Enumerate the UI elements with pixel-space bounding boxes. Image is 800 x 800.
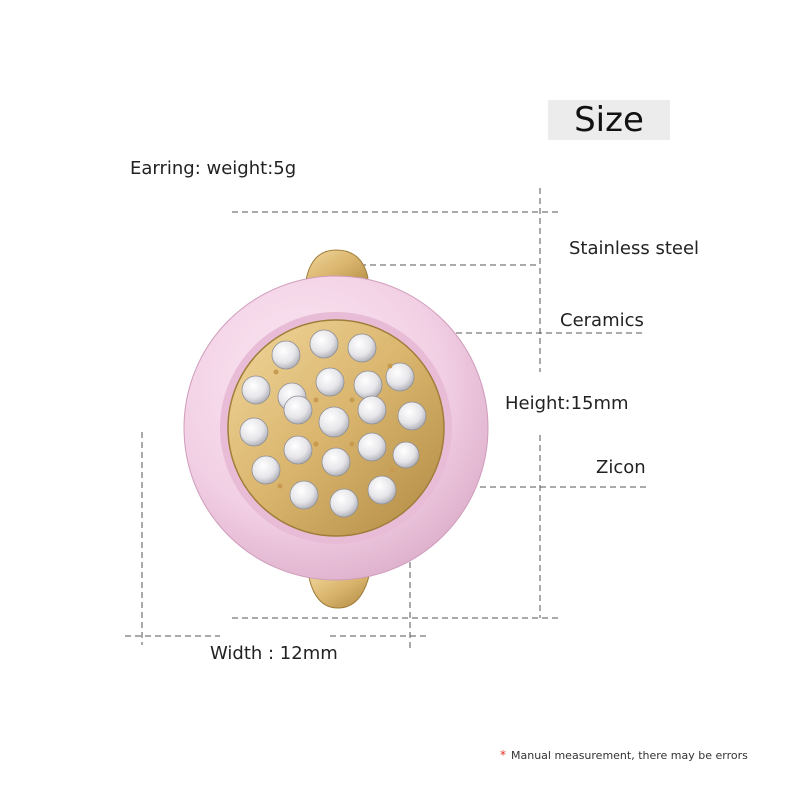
ceramics-label: Ceramics — [560, 310, 644, 331]
measurement-note-text: Manual measurement, there may be errors — [511, 749, 748, 762]
width-label: Width : 12mm — [210, 643, 338, 664]
zicon-label: Zicon — [596, 457, 646, 478]
height-label: Height:15mm — [505, 393, 629, 414]
zircon-stones — [239, 329, 427, 518]
guide-lines — [125, 188, 646, 652]
prong-accents — [273, 363, 395, 489]
weight-label: Earring: weight:5g — [130, 158, 297, 179]
hoop-bottom — [307, 571, 371, 609]
asterisk-icon: * — [500, 748, 506, 762]
size-title: Size — [548, 100, 670, 140]
stainless-steel-label: Stainless steel — [569, 238, 700, 259]
measurement-note: * Manual measurement, there may be errors — [500, 748, 748, 762]
